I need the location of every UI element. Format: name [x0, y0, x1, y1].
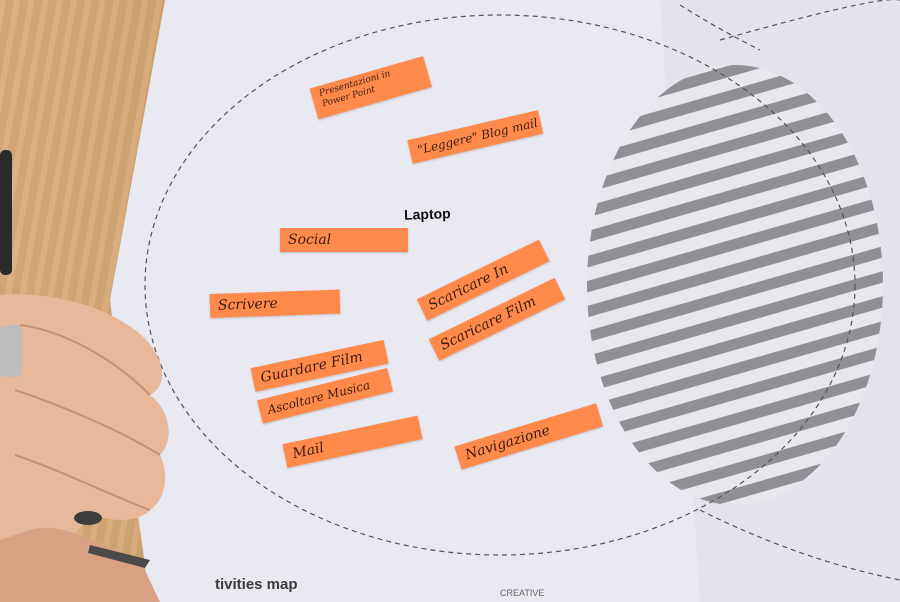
- map-title-fragment: tivities map: [215, 576, 298, 593]
- circle-arc-top: [679, 4, 761, 51]
- center-label: Laptop: [403, 205, 451, 223]
- hatched-overlap-area: [587, 65, 883, 505]
- hand: [0, 294, 169, 602]
- dark-object: [0, 150, 12, 275]
- note-scrivere: Scrivere: [209, 289, 341, 318]
- circle-arc-bottom: [699, 509, 900, 581]
- note-social: Social: [280, 228, 408, 252]
- pen: [88, 545, 150, 568]
- laptop-circle: [144, 14, 856, 556]
- footer-logo-text: CREATIVE: [500, 588, 545, 598]
- circle-arc-top-right: [719, 0, 900, 41]
- ring: [0, 325, 22, 377]
